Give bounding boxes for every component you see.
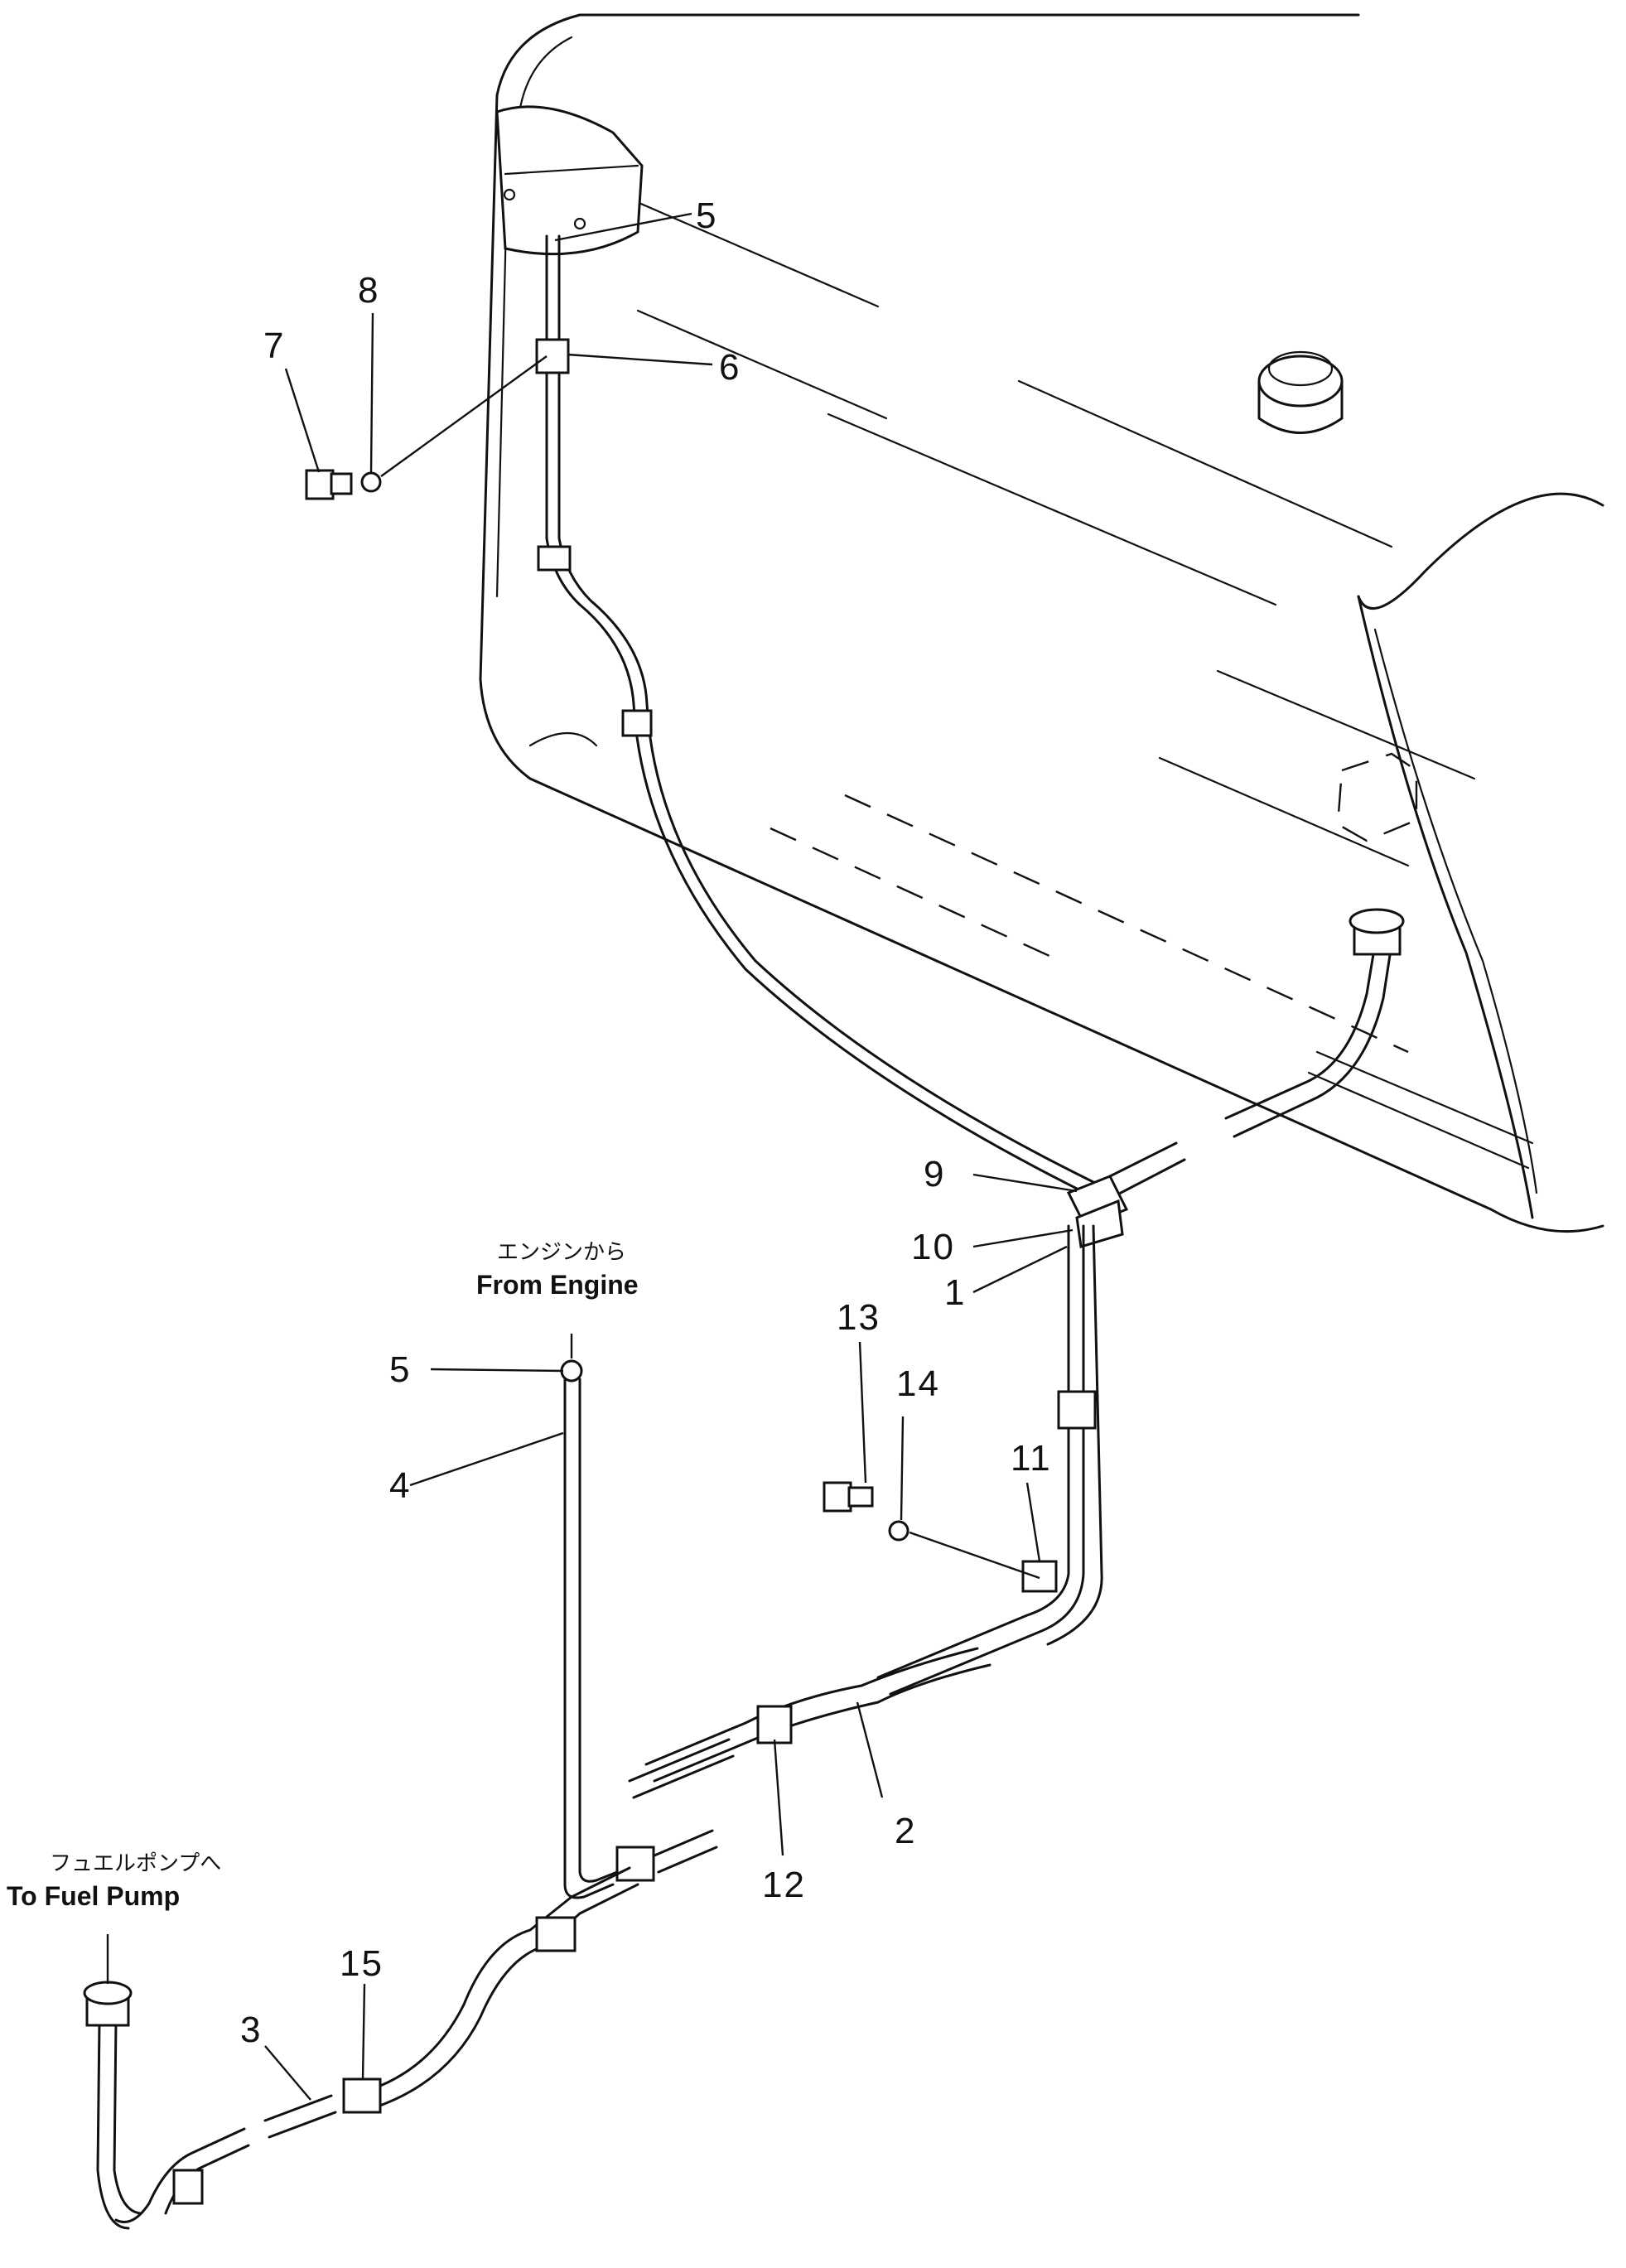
annotations: エンジンから From Engine フュエルポンプへ To Fuel Pump [7, 1240, 639, 1911]
bolt-13 [823, 1481, 874, 1513]
callout-10: 10 [911, 1227, 955, 1267]
callout-5-top: 5 [696, 195, 717, 236]
callout-5-bottom: 5 [389, 1349, 411, 1390]
leader-lines [106, 212, 1078, 2101]
callout-1: 1 [944, 1272, 966, 1313]
pipe-upper-return [535, 234, 1097, 1194]
callout-9: 9 [924, 1154, 945, 1194]
callout-6: 6 [719, 347, 741, 388]
callout-8: 8 [358, 270, 379, 311]
pipe-2 [628, 1647, 992, 1799]
pipe-3 [83, 1866, 639, 2230]
clamp-assembly-9-10 [1066, 1175, 1129, 1248]
fuel-tank [479, 13, 1604, 1233]
callout-3: 3 [240, 2010, 262, 2050]
pipe-4 [560, 1359, 718, 1899]
to-fuel-pump-jp: フュエルポンプへ [50, 1851, 221, 1876]
bolt-7 [305, 469, 353, 500]
callout-labels: 5 6 7 8 9 10 1 13 14 11 5 4 2 12 15 3 [240, 195, 1052, 2050]
callout-2: 2 [895, 1811, 916, 1851]
callout-12: 12 [762, 1865, 806, 1905]
callout-7: 7 [263, 326, 285, 366]
pipe-tank-supply [1092, 908, 1405, 1204]
pipe-1 [876, 1224, 1103, 1696]
callout-14: 14 [896, 1363, 940, 1404]
callout-15: 15 [340, 1943, 384, 1984]
callout-4: 4 [389, 1465, 411, 1506]
callout-11: 11 [1011, 1438, 1052, 1479]
washer-14 [888, 1520, 909, 1542]
to-fuel-pump-en: To Fuel Pump [7, 1881, 180, 1911]
from-engine-en: From Engine [476, 1270, 639, 1300]
callout-13: 13 [837, 1297, 881, 1338]
washer-8 [360, 471, 382, 493]
from-engine-jp: エンジンから [497, 1240, 626, 1265]
